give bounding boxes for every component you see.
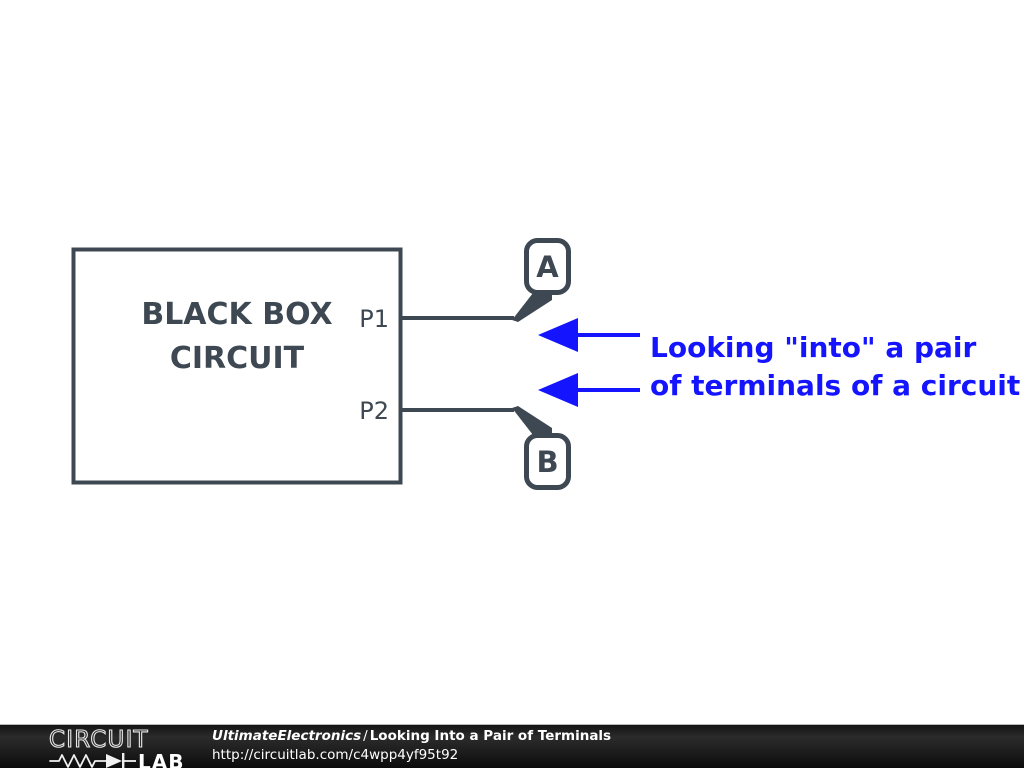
terminal-a-label: A <box>536 250 559 284</box>
circuitlab-logo[interactable]: CIRCUIT LAB <box>48 728 196 768</box>
footer-separator: / <box>363 728 368 744</box>
circuit-diagram: BLACK BOX CIRCUIT P1 P2 A B Looking "int… <box>71 238 1020 490</box>
footer-url[interactable]: http://circuitlab.com/c4wpp4yf95t92 <box>212 747 459 763</box>
black-box-rect <box>71 247 403 485</box>
annotation-text-line2: of terminals of a circuit <box>650 369 1020 402</box>
terminal-a-box[interactable] <box>524 238 571 295</box>
diode-icon <box>106 753 136 768</box>
pin-label-p2: P2 <box>359 397 389 425</box>
terminal-b-box[interactable] <box>524 433 571 490</box>
logo-word-lab: LAB <box>138 750 184 768</box>
black-box-label-line1: BLACK BOX <box>141 297 332 332</box>
annotation-text-line1: Looking "into" a pair <box>650 331 977 364</box>
black-box-label-line2: CIRCUIT <box>170 341 305 376</box>
annotation-arrow-bottom <box>538 373 640 407</box>
pin-label-p1: P1 <box>359 305 389 333</box>
logo-word-circuit: CIRCUIT <box>49 728 149 753</box>
footer-text-block: UltimateElectronics/Looking Into a Pair … <box>212 727 611 765</box>
resistor-icon <box>49 754 107 768</box>
footer-page-title: Looking Into a Pair of Terminals <box>369 728 612 744</box>
footer-breadcrumb: UltimateElectronics/Looking Into a Pair … <box>212 727 611 746</box>
footer-site-name[interactable]: UltimateElectronics <box>212 728 362 744</box>
terminal-b-label: B <box>536 445 558 479</box>
footer-bar: CIRCUIT LAB UltimateElectronics/Looking … <box>0 724 1024 768</box>
annotation-arrow-top <box>538 318 640 352</box>
